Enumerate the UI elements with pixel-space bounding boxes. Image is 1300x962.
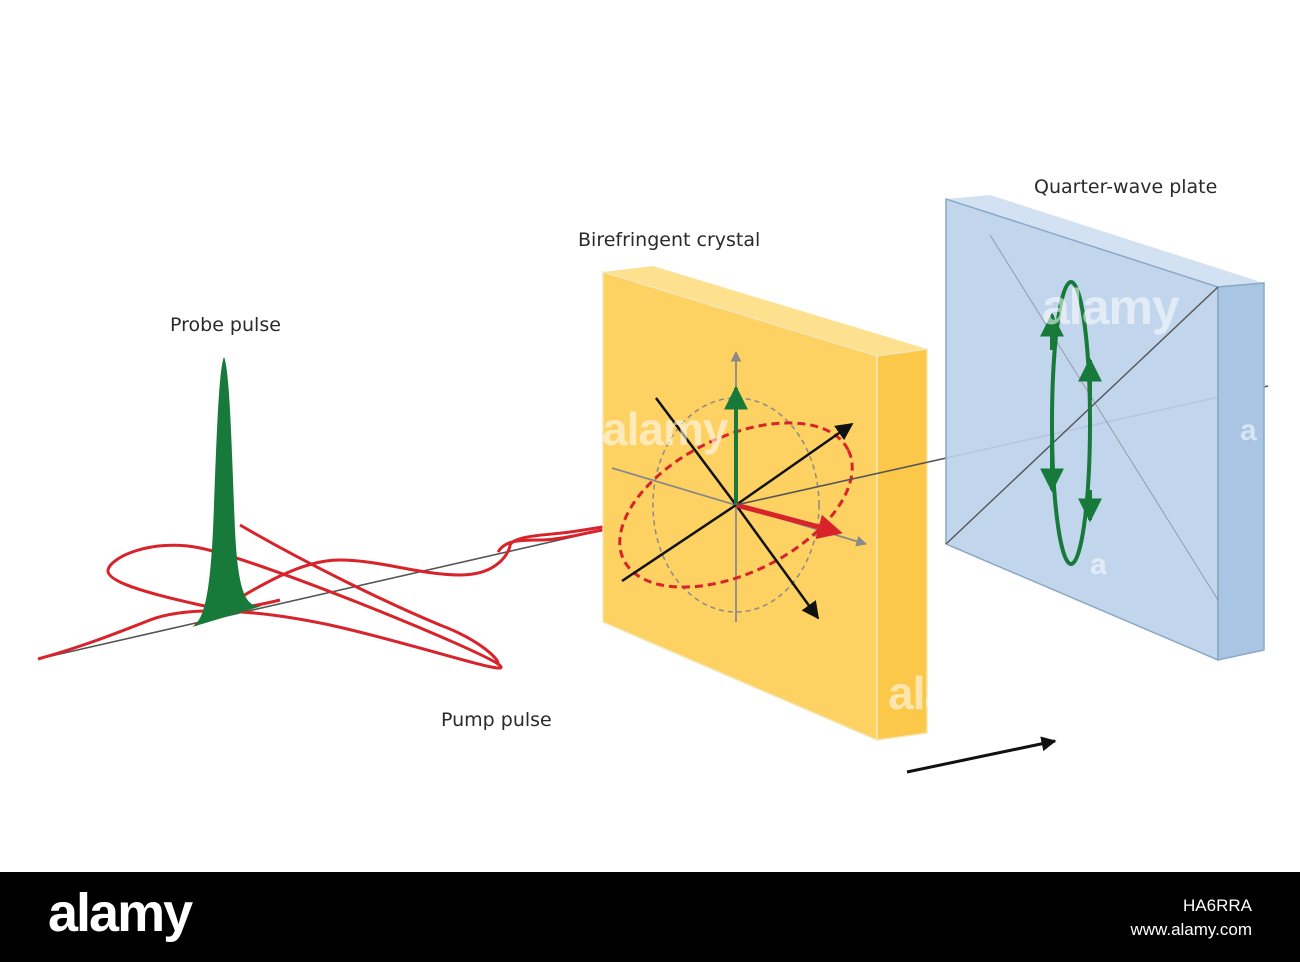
polarization-ellipse (618, 421, 854, 589)
circular-polarization (1040, 280, 1102, 566)
footer-image-code: HA6RRA (1183, 896, 1252, 915)
pump-pulse-tail (496, 528, 604, 553)
footer-brand-logo: alamy (48, 883, 193, 943)
optic-axis-line-2 (654, 397, 738, 506)
quarter-wave-plate-label: Quarter-wave plate (1034, 176, 1218, 198)
watermark: alamy (888, 667, 1014, 719)
propagation-direction-arrow (906, 736, 1057, 774)
footer-url: www.alamy.com (1130, 920, 1252, 939)
optics-diagram (37, 195, 1269, 774)
quarter-wave-plate (945, 195, 1265, 662)
watermark: alamy (1042, 279, 1180, 335)
optic-axis-arrow-2 (734, 504, 820, 620)
pump-pulse-wave-back (194, 525, 604, 627)
beam-axis (37, 529, 604, 660)
birefringent-crystal (602, 266, 928, 742)
plate-diagonal-1 (945, 286, 1219, 545)
pump-pulse-label: Pump pulse (441, 709, 552, 731)
probe-pulse-peak (192, 357, 262, 627)
watermark: a (1240, 414, 1257, 447)
footer-bar: alamy HA6RRA www.alamy.com (0, 872, 1300, 962)
circular-polarization-loop (1050, 280, 1092, 566)
crystal-polarization-diagram (611, 350, 868, 622)
optic-axis-line-1 (621, 503, 737, 583)
circle-guide (652, 397, 820, 613)
pump-pulse-wave-cross (239, 523, 500, 665)
pump-field-arrow (735, 502, 843, 539)
pump-pulse-wave (37, 543, 503, 670)
probe-pulse-label: Probe pulse (170, 314, 281, 336)
watermark: alamy (602, 403, 728, 455)
optic-axis-arrow-1 (735, 422, 854, 507)
birefringent-crystal-label: Birefringent crystal (578, 229, 761, 251)
watermark: a (1090, 548, 1107, 581)
plate-diagonal-2 (989, 234, 1219, 601)
